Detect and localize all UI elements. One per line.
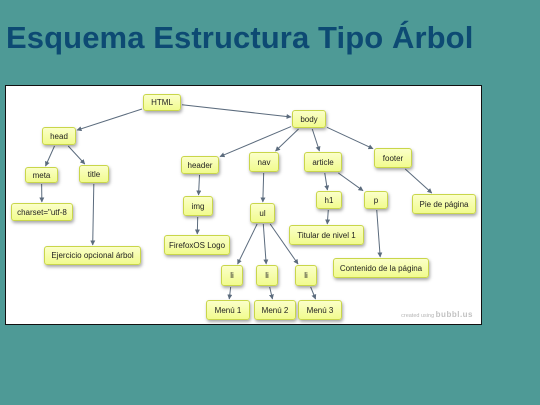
- edge-header-img: [196, 174, 202, 196]
- edge-body-article: [311, 128, 321, 152]
- node-menu-1: Menú 1: [206, 300, 250, 320]
- node-li-2: li: [256, 265, 278, 286]
- edge-html-head: [76, 108, 143, 132]
- edge-html-body: [181, 104, 292, 119]
- node-article: article: [304, 152, 342, 172]
- edge-article-h1: [324, 172, 330, 191]
- edge-head-meta: [45, 145, 55, 167]
- edge-ul-li1: [237, 223, 258, 265]
- edge-li1-menu1: [227, 286, 233, 300]
- slide-title: Esquema Estructura Tipo Árbol: [6, 20, 474, 55]
- edge-head-title: [67, 145, 86, 165]
- node-menu-3: Menú 3: [298, 300, 342, 320]
- edge-body-header: [219, 126, 292, 158]
- edge-h1-h1_text: [325, 209, 331, 225]
- watermark: created using bubbl.us: [401, 310, 473, 319]
- edge-title-title_text: [90, 183, 96, 246]
- watermark-prefix: created using: [401, 313, 435, 319]
- edge-footer-footer_text: [404, 168, 433, 194]
- node-li-1: li: [221, 265, 243, 286]
- node-p-text: Contenido de la página: [333, 258, 429, 278]
- node-nav: nav: [249, 152, 279, 172]
- tree-diagram: HTML head body meta title charset="utf-8…: [5, 85, 482, 325]
- node-ul: ul: [250, 203, 275, 223]
- node-head: head: [42, 127, 76, 145]
- edge-ul-li3: [269, 223, 299, 265]
- node-header: header: [181, 156, 219, 174]
- node-h1: h1: [316, 191, 342, 209]
- edge-ul-li2: [262, 223, 269, 265]
- node-footer-text: Pie de página: [412, 194, 476, 214]
- tree-edges: [39, 104, 433, 300]
- node-p: p: [364, 191, 388, 209]
- node-html: HTML: [143, 94, 181, 111]
- edge-body-nav: [275, 128, 299, 152]
- edge-nav-ul: [260, 172, 266, 203]
- node-h1-text: Titular de nivel 1: [289, 225, 364, 245]
- node-charset: charset="utf-8: [11, 203, 73, 221]
- node-li-3: li: [295, 265, 317, 286]
- node-title-text: Ejercicio opcional árbol: [44, 246, 141, 265]
- edge-p-p_text: [376, 209, 383, 258]
- node-img: img: [183, 196, 213, 216]
- node-title: title: [79, 165, 109, 183]
- edge-li2-menu2: [268, 286, 274, 300]
- node-menu-2: Menú 2: [254, 300, 296, 320]
- node-logo: FirefoxOS Logo: [164, 235, 230, 255]
- node-footer: footer: [374, 148, 412, 168]
- node-meta: meta: [25, 167, 58, 183]
- edge-article-p: [338, 172, 364, 192]
- edge-body-footer: [326, 126, 374, 150]
- edge-li3-menu3: [310, 286, 317, 300]
- node-body: body: [292, 110, 326, 128]
- watermark-brand: bubbl.us: [435, 310, 473, 319]
